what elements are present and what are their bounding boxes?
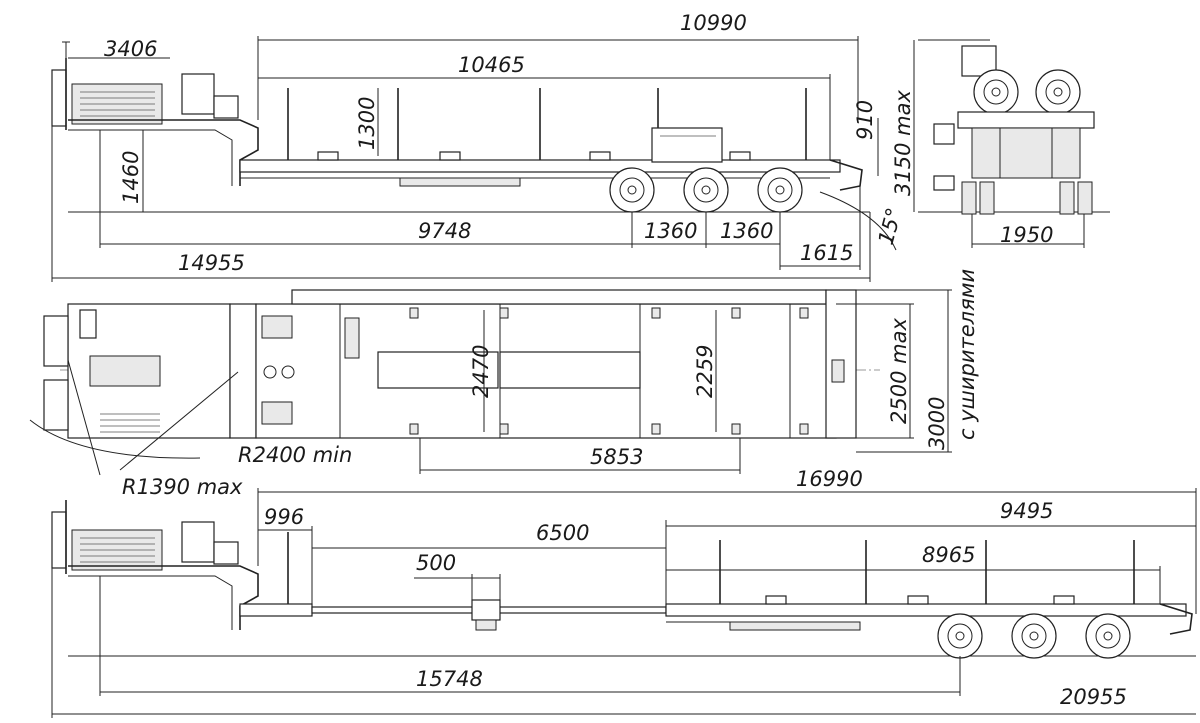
dim-axle-spacing-1: 1360 — [644, 219, 697, 243]
dim-width-max: 2500 max — [887, 318, 911, 424]
dim-deck-width-rear: 2259 — [693, 345, 717, 398]
dim-ramp-angle: 15° — [874, 205, 907, 247]
dim-deck-width-front: 2470 — [469, 345, 493, 398]
dim-extension-length: 6500 — [536, 521, 589, 545]
dim-rear-overhang: 1615 — [800, 241, 853, 265]
dim-rear-section-length: 9495 — [1000, 499, 1053, 523]
dim-extended-kingpin-to-axle: 15748 — [416, 667, 483, 691]
dim-track-width: 1950 — [1000, 223, 1053, 247]
dim-swing-radius: R1390 max — [122, 475, 243, 499]
dim-length-top: 10990 — [680, 11, 747, 35]
dim-width-with-extensions: 3000 — [925, 397, 949, 450]
dim-rear-platform-length: 8965 — [922, 543, 975, 567]
extended-wheels — [937, 613, 1131, 659]
dim-max-height: 3150 max — [891, 90, 915, 196]
dim-plan-overall-length: 16990 — [796, 467, 863, 491]
side-wheels — [609, 167, 803, 213]
dim-pocket-spacing: 5853 — [590, 445, 643, 469]
dim-king-pin-height: 1460 — [119, 151, 143, 204]
dim-stake-height: 1300 — [355, 97, 379, 150]
rear-view: 1950 — [918, 39, 1110, 248]
dim-front-overhang: 3406 — [104, 37, 157, 61]
plan-view: 2470 2259 2500 max 3000 с уширителями R2… — [29, 269, 979, 499]
dim-rear-height: 910 — [853, 100, 877, 140]
dim-platform-length: 10465 — [458, 53, 525, 77]
dim-extended-overall-length: 20955 — [1060, 685, 1127, 709]
side-view: 3406 10990 10465 1300 1460 9748 1360 136… — [51, 11, 915, 282]
dim-kingpin-to-axle: 9748 — [418, 219, 471, 243]
dim-support-width: 500 — [416, 551, 456, 575]
dim-neck-offset: 996 — [264, 505, 304, 529]
dim-overall-length: 14955 — [178, 251, 245, 275]
dim-width-note: с уширителями — [955, 269, 979, 440]
dim-axle-spacing-2: 1360 — [720, 219, 773, 243]
dim-turning-radius: R2400 min — [238, 443, 352, 467]
extended-view: 996 6500 500 9495 8965 15748 20955 — [51, 488, 1197, 718]
